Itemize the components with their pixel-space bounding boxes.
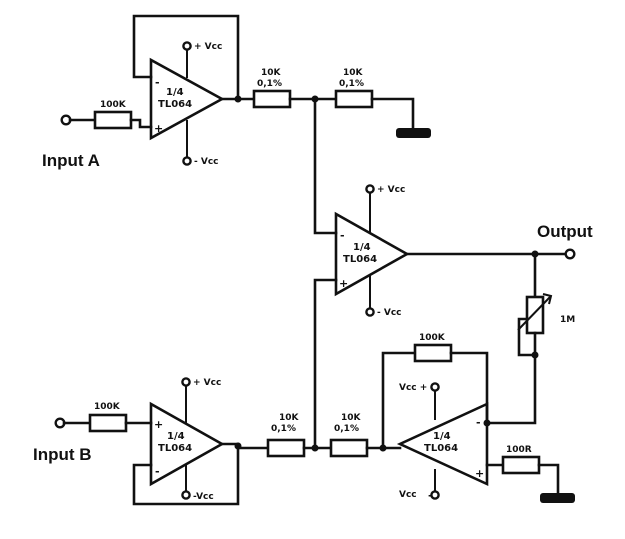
ground-symbol-bottom <box>540 493 575 503</box>
resistor-r-gnd-label: 100R <box>506 445 532 455</box>
opamp-inv-pos-supply-pin <box>430 382 440 392</box>
potentiometer-label: 1M <box>560 315 575 325</box>
svg-text:-: - <box>155 465 160 478</box>
opamp-b-neg-supply-pin <box>181 490 191 500</box>
resistor-r-a1 <box>252 89 292 109</box>
resistor-r-a2 <box>334 89 374 109</box>
opamp-out-pos-supply-label: + Vcc <box>377 185 405 195</box>
output-terminal <box>564 248 576 260</box>
resistor-r-in-b-label: 100K <box>94 402 121 412</box>
potentiometer-1m <box>525 295 545 335</box>
opamp-inv-neg-supply-pin <box>430 490 440 500</box>
resistor-r-in-a-label: 100K <box>100 100 127 110</box>
opamp-b-fraction: 1/4 <box>167 431 185 442</box>
opamp-out-neg-supply-pin <box>365 307 375 317</box>
svg-text:-: - <box>155 76 160 89</box>
opamp-b-pos-supply-pin <box>181 377 191 387</box>
resistor-r-fb <box>413 343 453 363</box>
opamp-a-fraction: 1/4 <box>166 87 184 98</box>
svg-text:+: + <box>475 467 484 480</box>
resistor-r-b1 <box>266 438 306 458</box>
opamp-a-pos-supply-pin <box>182 41 192 51</box>
resistor-r-a1-tolerance: 0,1% <box>257 79 282 89</box>
input-b-label: Input B <box>33 445 92 464</box>
opamp-inv-fraction: 1/4 <box>433 431 451 442</box>
resistor-r-fb-label: 100K <box>419 333 446 343</box>
opamp-b: + - 1/4 TL064 + Vcc -Vcc <box>149 377 225 502</box>
resistor-r-b1-tolerance: 0,1% <box>271 424 296 434</box>
opamp-a-pos-supply-label: + Vcc <box>194 42 222 52</box>
svg-text:+: + <box>154 418 163 431</box>
svg-text:+: + <box>339 277 348 290</box>
svg-text:+: + <box>154 122 163 135</box>
resistor-r-b2-tolerance: 0,1% <box>334 424 359 434</box>
ground-symbol-top <box>396 128 431 138</box>
svg-text:-: - <box>340 229 345 242</box>
input-a-label: Input A <box>42 151 100 170</box>
opamp-b-part: TL064 <box>158 443 192 454</box>
opamp-b-neg-supply-label: -Vcc <box>193 492 214 502</box>
opamp-inv: - + 1/4 TL064 Vcc + Vcc - <box>396 382 489 502</box>
opamp-inv-neg-supply-label: Vcc <box>399 490 417 500</box>
opamp-a-neg-supply-pin <box>182 156 192 166</box>
opamp-a: - + 1/4 TL064 + Vcc - Vcc <box>149 41 225 167</box>
resistor-r-a2-value: 10K <box>343 68 364 78</box>
resistor-r-b2-value: 10K <box>341 413 362 423</box>
resistor-r-in-a <box>93 110 133 130</box>
opamp-out-part: TL064 <box>343 254 377 265</box>
resistor-r-b2 <box>329 438 369 458</box>
opamp-a-neg-supply-label: - Vcc <box>194 157 219 167</box>
resistor-r-b1-value: 10K <box>279 413 300 423</box>
svg-text:-: - <box>476 416 481 429</box>
resistor-r-gnd <box>501 455 541 475</box>
opamp-out: - + 1/4 TL064 + Vcc - Vcc <box>334 184 410 318</box>
output-label: Output <box>537 222 593 241</box>
opamp-b-pos-supply-label: + Vcc <box>193 378 221 388</box>
opamp-inv-pos-supply-label: Vcc + <box>399 383 427 393</box>
opamp-a-part: TL064 <box>158 99 192 110</box>
opamp-out-pos-supply-pin <box>365 184 375 194</box>
svg-text:-: - <box>428 489 433 502</box>
opamp-out-fraction: 1/4 <box>353 242 371 253</box>
opamp-out-neg-supply-label: - Vcc <box>377 308 402 318</box>
resistor-r-a2-tolerance: 0,1% <box>339 79 364 89</box>
resistor-r-in-b <box>88 413 128 433</box>
opamp-inv-part: TL064 <box>424 443 458 454</box>
resistor-r-a1-value: 10K <box>261 68 282 78</box>
